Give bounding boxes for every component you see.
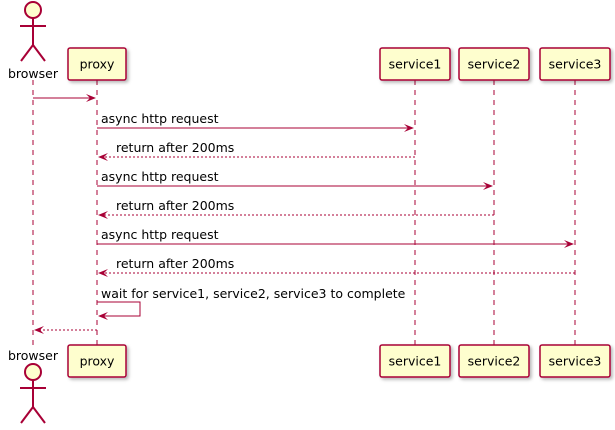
participant-label: service1 bbox=[389, 57, 442, 72]
participant-box bbox=[379, 47, 451, 81]
participant-label: proxy bbox=[80, 57, 115, 72]
participant-box bbox=[458, 47, 530, 81]
message-3: return after 200ms bbox=[98, 140, 415, 161]
participant-bottom-service2: service2 bbox=[458, 344, 530, 378]
participant-bottom-service3: service3 bbox=[539, 344, 611, 378]
message-7: return after 200ms bbox=[98, 256, 575, 277]
actor-label: browser bbox=[8, 66, 59, 81]
arrow-head bbox=[86, 94, 96, 102]
participant-top-proxy: proxy bbox=[67, 47, 127, 81]
message-9 bbox=[34, 326, 97, 334]
participant-box bbox=[67, 344, 127, 378]
message-6: async http request bbox=[97, 227, 574, 248]
message-4: async http request bbox=[97, 169, 493, 190]
arrow-head bbox=[404, 124, 414, 132]
arrow-head bbox=[98, 312, 108, 320]
participant-box bbox=[539, 344, 611, 378]
arrow-head bbox=[98, 153, 108, 161]
message-label: return after 200ms bbox=[116, 256, 234, 271]
person-icon bbox=[20, 363, 46, 424]
participant-label: service1 bbox=[389, 354, 442, 369]
messages: async http request return after 200ms asyn… bbox=[33, 94, 575, 334]
participant-label: service2 bbox=[468, 57, 521, 72]
message-label: wait for service1, service2, service3 to… bbox=[101, 286, 406, 301]
message-8: wait for service1, service2, service3 to… bbox=[97, 286, 406, 320]
message-label: async http request bbox=[101, 227, 219, 242]
person-icon bbox=[20, 1, 46, 62]
participant-box bbox=[539, 47, 611, 81]
participants-top: browser proxy service1 service2 service3 bbox=[8, 1, 611, 81]
participant-top-service1: service1 bbox=[379, 47, 451, 81]
participant-bottom-proxy: proxy bbox=[67, 344, 127, 378]
participant-box bbox=[458, 344, 530, 378]
message-1 bbox=[33, 94, 96, 102]
participants-bottom: browser proxy service1 service2 service3 bbox=[8, 344, 611, 424]
actor-top-browser: browser bbox=[8, 1, 59, 81]
participant-box bbox=[67, 47, 127, 81]
participant-top-service2: service2 bbox=[458, 47, 530, 81]
lifelines bbox=[32, 80, 576, 345]
participant-label: proxy bbox=[80, 354, 115, 369]
participant-top-service3: service3 bbox=[539, 47, 611, 81]
message-label: return after 200ms bbox=[116, 140, 234, 155]
actor-bottom-browser: browser bbox=[8, 348, 59, 424]
message-5: return after 200ms bbox=[98, 198, 494, 219]
participant-label: service3 bbox=[549, 57, 602, 72]
arrow-head bbox=[564, 240, 574, 248]
message-label: return after 200ms bbox=[116, 198, 234, 213]
message-label: async http request bbox=[101, 169, 219, 184]
message-2: async http request bbox=[97, 111, 414, 132]
participant-label: service2 bbox=[468, 354, 521, 369]
actor-label: browser bbox=[8, 348, 59, 363]
message-line bbox=[97, 301, 141, 317]
arrow-head bbox=[98, 269, 108, 277]
participant-box bbox=[379, 344, 451, 378]
message-label: async http request bbox=[101, 111, 219, 126]
participant-label: service3 bbox=[549, 354, 602, 369]
participant-bottom-service1: service1 bbox=[379, 344, 451, 378]
arrow-head bbox=[483, 182, 493, 190]
arrow-head bbox=[98, 211, 108, 219]
arrow-head bbox=[34, 326, 44, 334]
